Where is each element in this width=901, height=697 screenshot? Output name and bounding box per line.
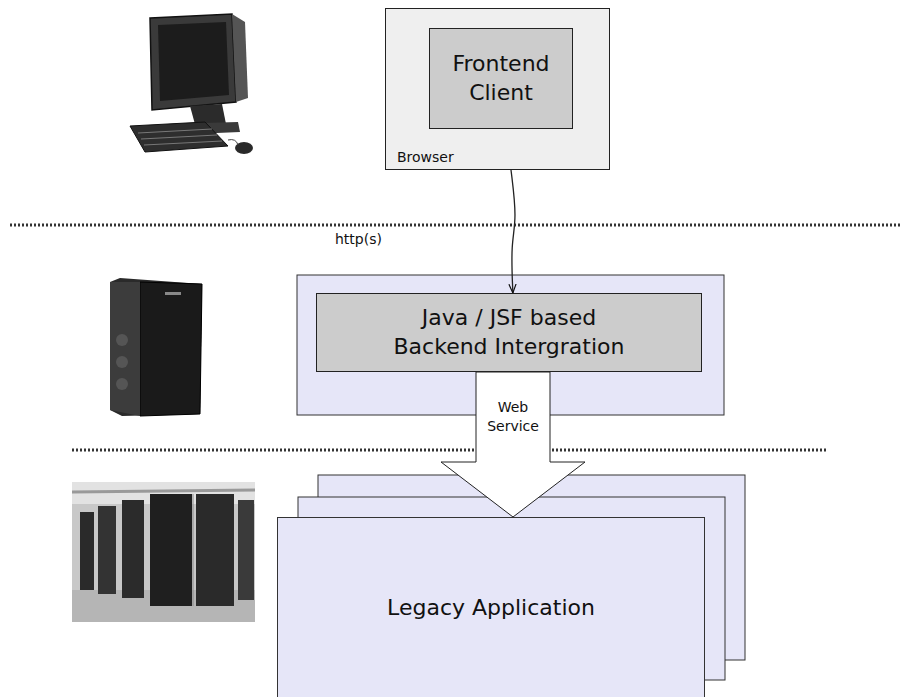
tier-separator bbox=[10, 224, 901, 227]
connector-arrow bbox=[511, 170, 515, 293]
tier-separator bbox=[72, 449, 826, 452]
component-box: Java / JSF based Backend Intergration bbox=[316, 293, 702, 372]
browser-window: Browser Frontend Client bbox=[385, 8, 610, 170]
connector-label: Web Service bbox=[480, 397, 546, 437]
block-arrow bbox=[441, 372, 585, 517]
desktop-computer bbox=[130, 14, 253, 154]
data-centre-photo bbox=[72, 482, 255, 622]
protocol-label: http(s) bbox=[335, 231, 382, 247]
component-box: Legacy Application bbox=[277, 517, 705, 697]
window-label: Browser bbox=[397, 148, 454, 166]
server-tower bbox=[110, 278, 202, 416]
component-box: Frontend Client bbox=[429, 28, 573, 129]
box-label: Frontend Client bbox=[440, 50, 562, 107]
box-label: Java / JSF based Backend Intergration bbox=[327, 304, 691, 361]
box-label: Legacy Application bbox=[387, 594, 595, 623]
